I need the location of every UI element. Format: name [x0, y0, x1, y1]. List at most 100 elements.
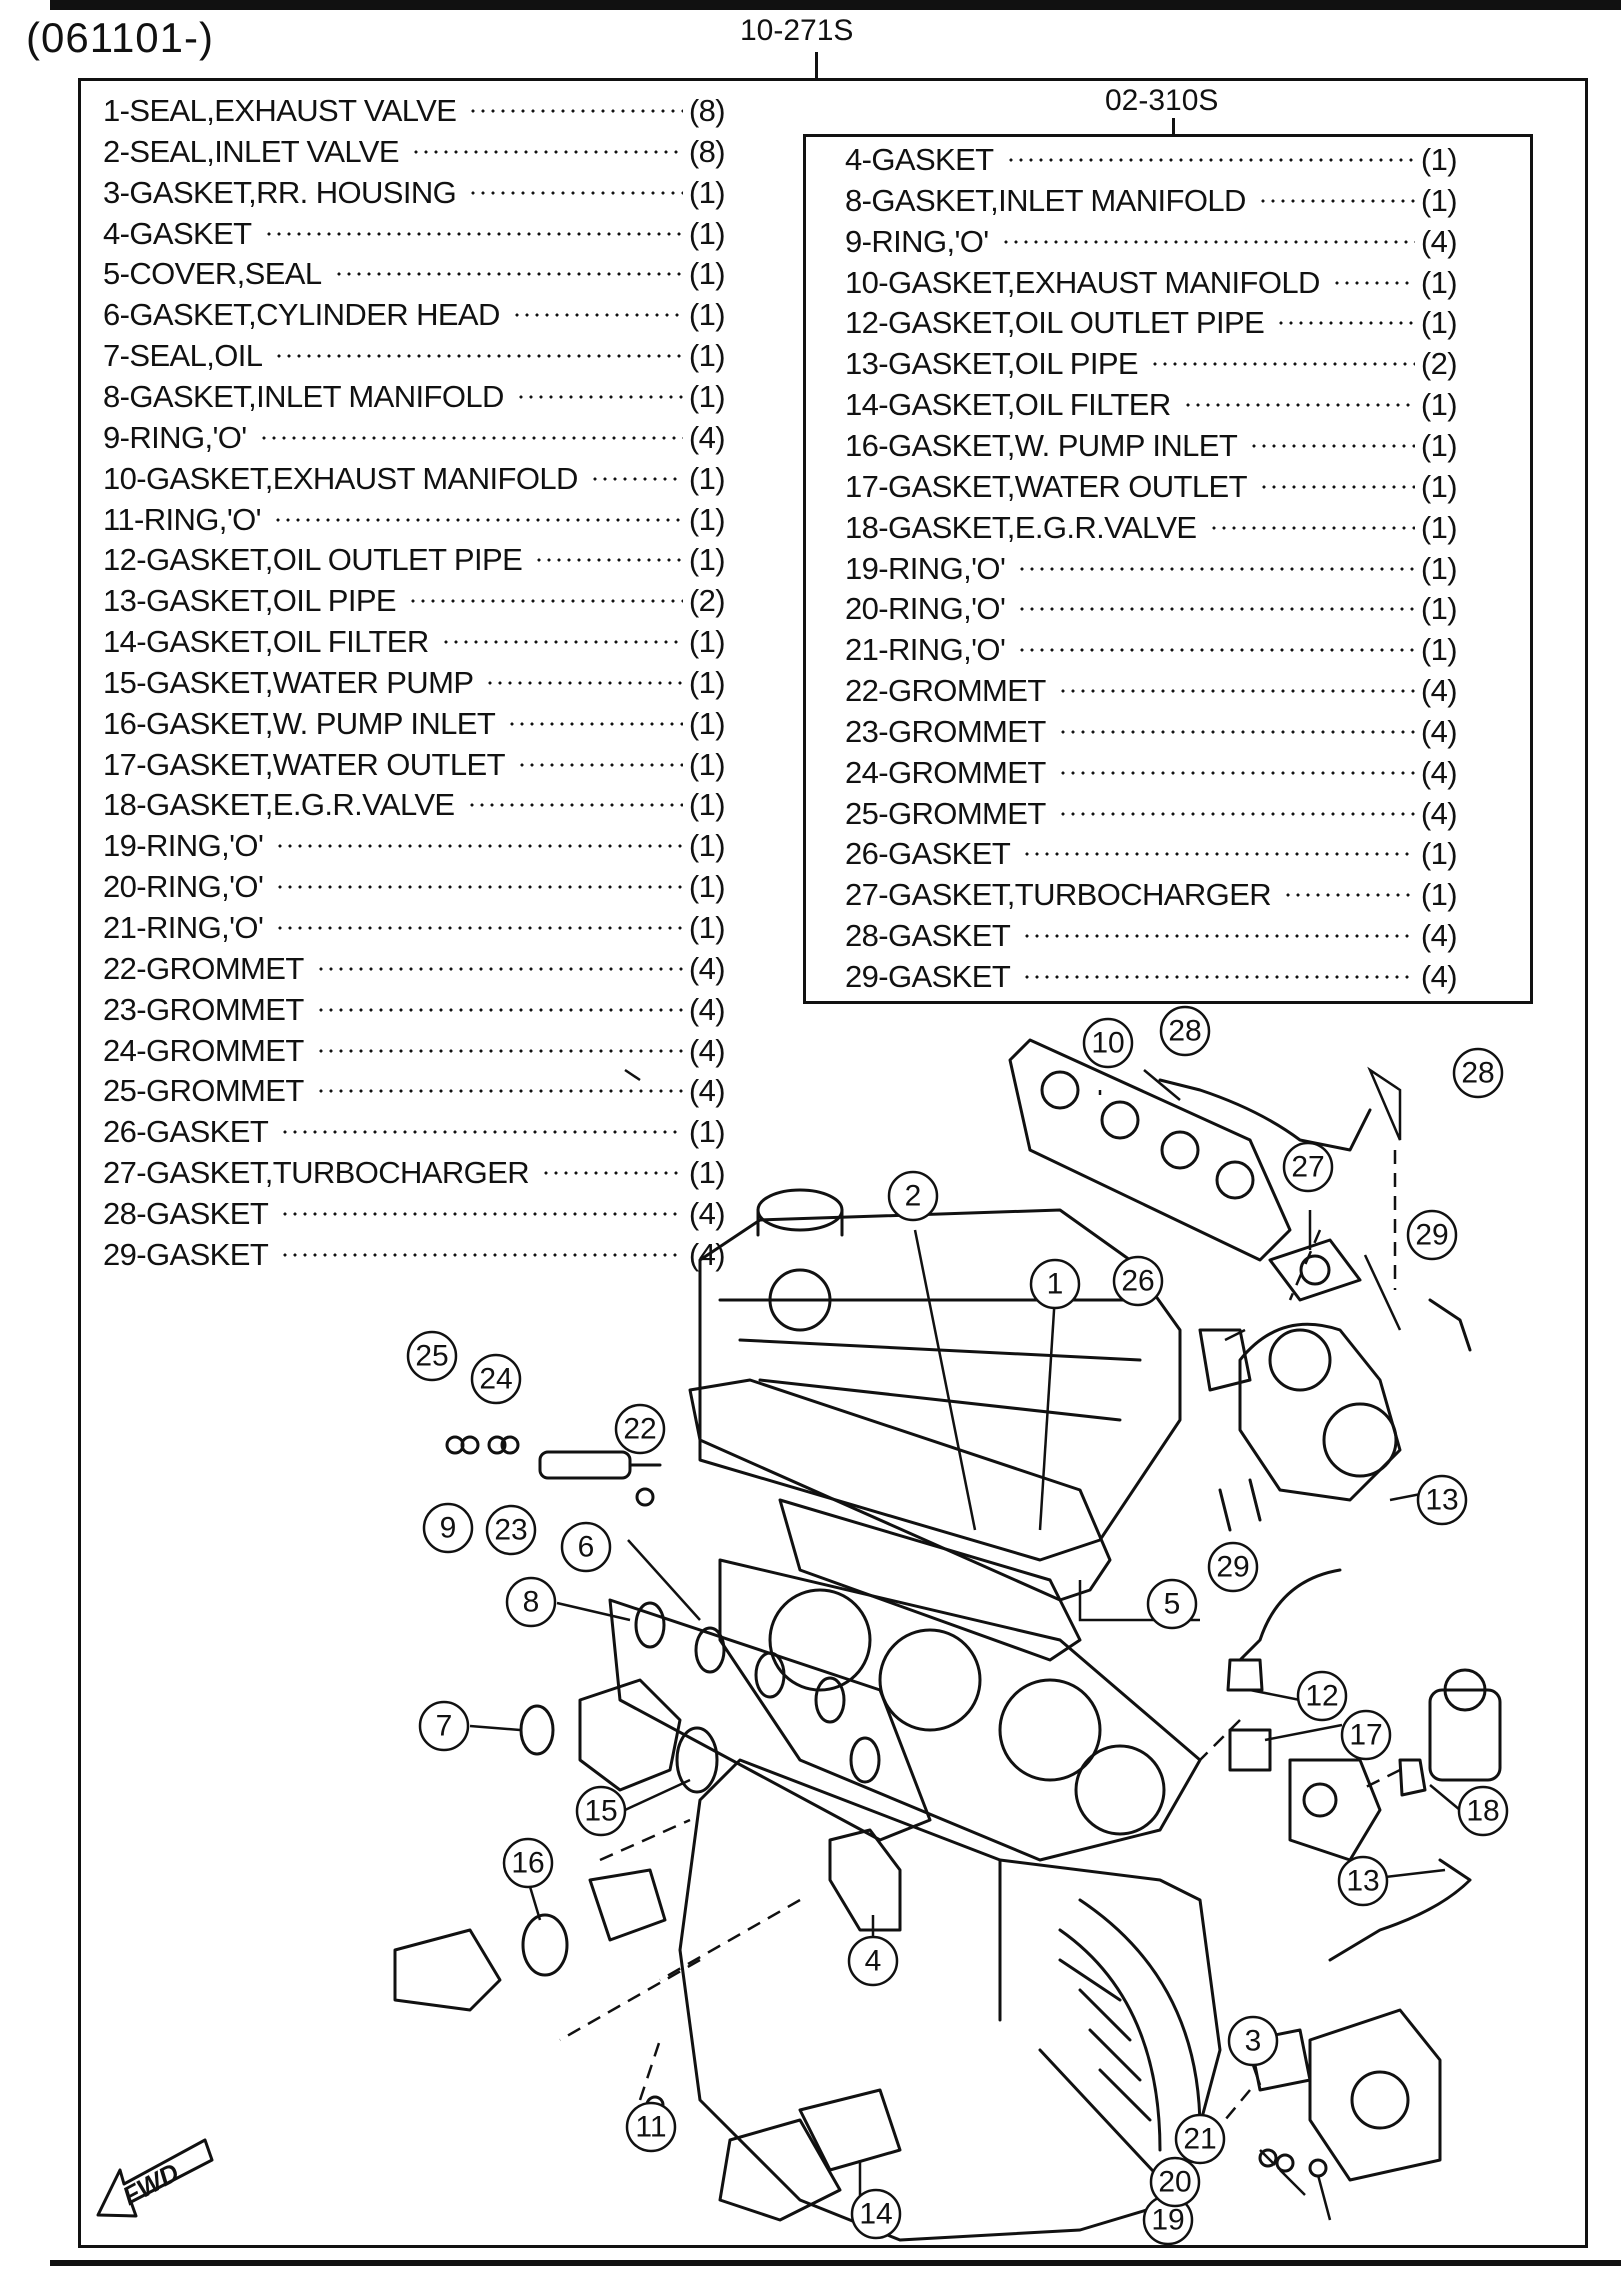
- part-name: 15-GASKET,WATER PUMP: [103, 664, 474, 700]
- part-row: 13-GASKET,OIL PIPE(2): [103, 581, 726, 621]
- dot-leader: [1005, 158, 1415, 162]
- part-quantity: (4): [688, 1073, 726, 1109]
- part-row: 18-GASKET,E.G.R.VALVE(1): [103, 785, 726, 825]
- callout-1-label: 1: [1047, 1268, 1064, 1301]
- part-name: 12-GASKET,OIL OUTLET PIPE: [845, 305, 1265, 341]
- part-quantity: (4): [688, 1195, 726, 1231]
- part-name: 17-GASKET,WATER OUTLET: [845, 468, 1248, 504]
- callout-29a: [1406, 1209, 1458, 1261]
- part-name: 1-SEAL,EXHAUST VALVE: [103, 93, 457, 128]
- dot-leader: [333, 272, 683, 277]
- part-quantity: (1): [688, 869, 726, 905]
- part-name: 17-GASKET,WATER OUTLET: [103, 746, 506, 782]
- part-quantity: (1): [688, 664, 726, 700]
- part-row: 24-GROMMET(4): [845, 753, 1458, 793]
- grommet-22: [635, 1487, 655, 1507]
- part-name: 13-GASKET,OIL PIPE: [845, 346, 1139, 382]
- part-row: 23-GROMMET(4): [845, 712, 1458, 752]
- part-name: 8-GASKET,INLET MANIFOLD: [845, 182, 1246, 218]
- callout-21-label: 21: [1183, 2123, 1216, 2156]
- water-pump: [578, 1678, 682, 1792]
- part-quantity: (4): [688, 950, 726, 986]
- part-quantity: (1): [688, 338, 726, 374]
- callout-27-label: 27: [1291, 1151, 1324, 1184]
- dot-leader: [1022, 852, 1415, 857]
- dot-leader: [485, 680, 683, 685]
- callout-6-label: 6: [578, 1531, 595, 1564]
- callout-22: [614, 1403, 666, 1455]
- part-row: 24-GROMMET(4): [103, 1031, 726, 1071]
- callout-28a: [1159, 1005, 1211, 1057]
- cover-seal: [688, 1378, 1112, 1602]
- part-quantity: (1): [1420, 468, 1458, 504]
- ring-19: [1308, 2158, 1328, 2178]
- part-row: 22-GROMMET(4): [845, 671, 1458, 711]
- dot-leader: [275, 926, 683, 930]
- part-row: 9-RING,'O'(4): [845, 222, 1458, 262]
- fuel-injector: [538, 1450, 662, 1480]
- dot-leader: [315, 1007, 683, 1012]
- callout-18: [1457, 1785, 1509, 1837]
- dot-leader: [272, 517, 683, 522]
- dot-leader: [258, 435, 683, 440]
- dot-leader: [263, 231, 683, 236]
- part-quantity: (1): [688, 378, 726, 414]
- part-row: 11-RING,'O'(1): [103, 500, 726, 540]
- callout-4: [847, 1935, 899, 1987]
- gasket-29-pipe: [1428, 1298, 1472, 1352]
- callout-7: [418, 1700, 470, 1752]
- callout-16: [502, 1837, 554, 1889]
- callout-11: [625, 2101, 677, 2153]
- callout-16-label: 16: [511, 1847, 544, 1880]
- dot-leader: [507, 721, 683, 726]
- dot-leader: [1022, 975, 1415, 979]
- dot-leader: [274, 354, 683, 359]
- part-row: 16-GASKET,W. PUMP INLET(1): [845, 426, 1458, 466]
- callout-10-label: 10: [1091, 1027, 1124, 1060]
- part-name: 27-GASKET,TURBOCHARGER: [103, 1155, 530, 1191]
- dot-leader: [315, 1089, 683, 1094]
- intake-gasket: [778, 1498, 1082, 1662]
- part-row: 21-RING,'O'(1): [103, 908, 726, 948]
- part-quantity: (1): [1420, 264, 1458, 300]
- part-name: 14-GASKET,OIL FILTER: [103, 624, 429, 660]
- dot-leader: [275, 844, 683, 849]
- part-quantity: (1): [1420, 387, 1458, 423]
- callout-19-label: 19: [1151, 2204, 1184, 2237]
- dot-leader: [1017, 566, 1415, 571]
- dot-leader: [589, 476, 683, 481]
- callout-18-label: 18: [1466, 1795, 1499, 1828]
- part-quantity: (4): [688, 419, 726, 455]
- fwd-arrow: [96, 2138, 214, 2218]
- callout-13a: [1416, 1474, 1468, 1526]
- callout-28b-label: 28: [1461, 1057, 1494, 1090]
- dot-leader: [280, 1211, 683, 1216]
- part-row: 7-SEAL,OIL(1): [103, 336, 726, 376]
- callout-27: [1282, 1141, 1334, 1193]
- part-quantity: (1): [688, 256, 726, 292]
- dot-leader: [516, 762, 683, 767]
- part-name: 16-GASKET,W. PUMP INLET: [845, 427, 1238, 463]
- part-name: 28-GASKET: [103, 1195, 269, 1231]
- ring-21: [1258, 2148, 1278, 2168]
- callout-22-label: 22: [623, 1413, 656, 1446]
- part-name: 19-RING,'O': [845, 550, 1006, 586]
- part-row: 3-GASKET,RR. HOUSING(1): [103, 173, 726, 213]
- rear-housing: [1308, 2008, 1442, 2182]
- callout-29b: [1207, 1541, 1259, 1593]
- main-kit-leader: [815, 52, 818, 80]
- part-row: 4-GASKET(1): [103, 214, 726, 254]
- callout-13b: [1337, 1855, 1389, 1907]
- callout-4-label: 4: [865, 1945, 882, 1978]
- part-name: 10-GASKET,EXHAUST MANIFOLD: [845, 264, 1320, 300]
- part-quantity: (1): [688, 215, 726, 251]
- w-pump-inlet-gasket: [521, 1913, 569, 1977]
- part-quantity: (1): [1420, 632, 1458, 668]
- part-name: 18-GASKET,E.G.R.VALVE: [845, 509, 1197, 545]
- part-row: 15-GASKET,WATER PUMP (1): [103, 663, 726, 703]
- part-name: 9-RING,'O': [845, 223, 989, 259]
- oil-outlet-gasket: [1226, 1658, 1264, 1692]
- part-row: 6-GASKET,CYLINDER HEAD(1): [103, 295, 726, 335]
- part-quantity: (1): [688, 910, 726, 945]
- part-quantity: (8): [688, 93, 726, 128]
